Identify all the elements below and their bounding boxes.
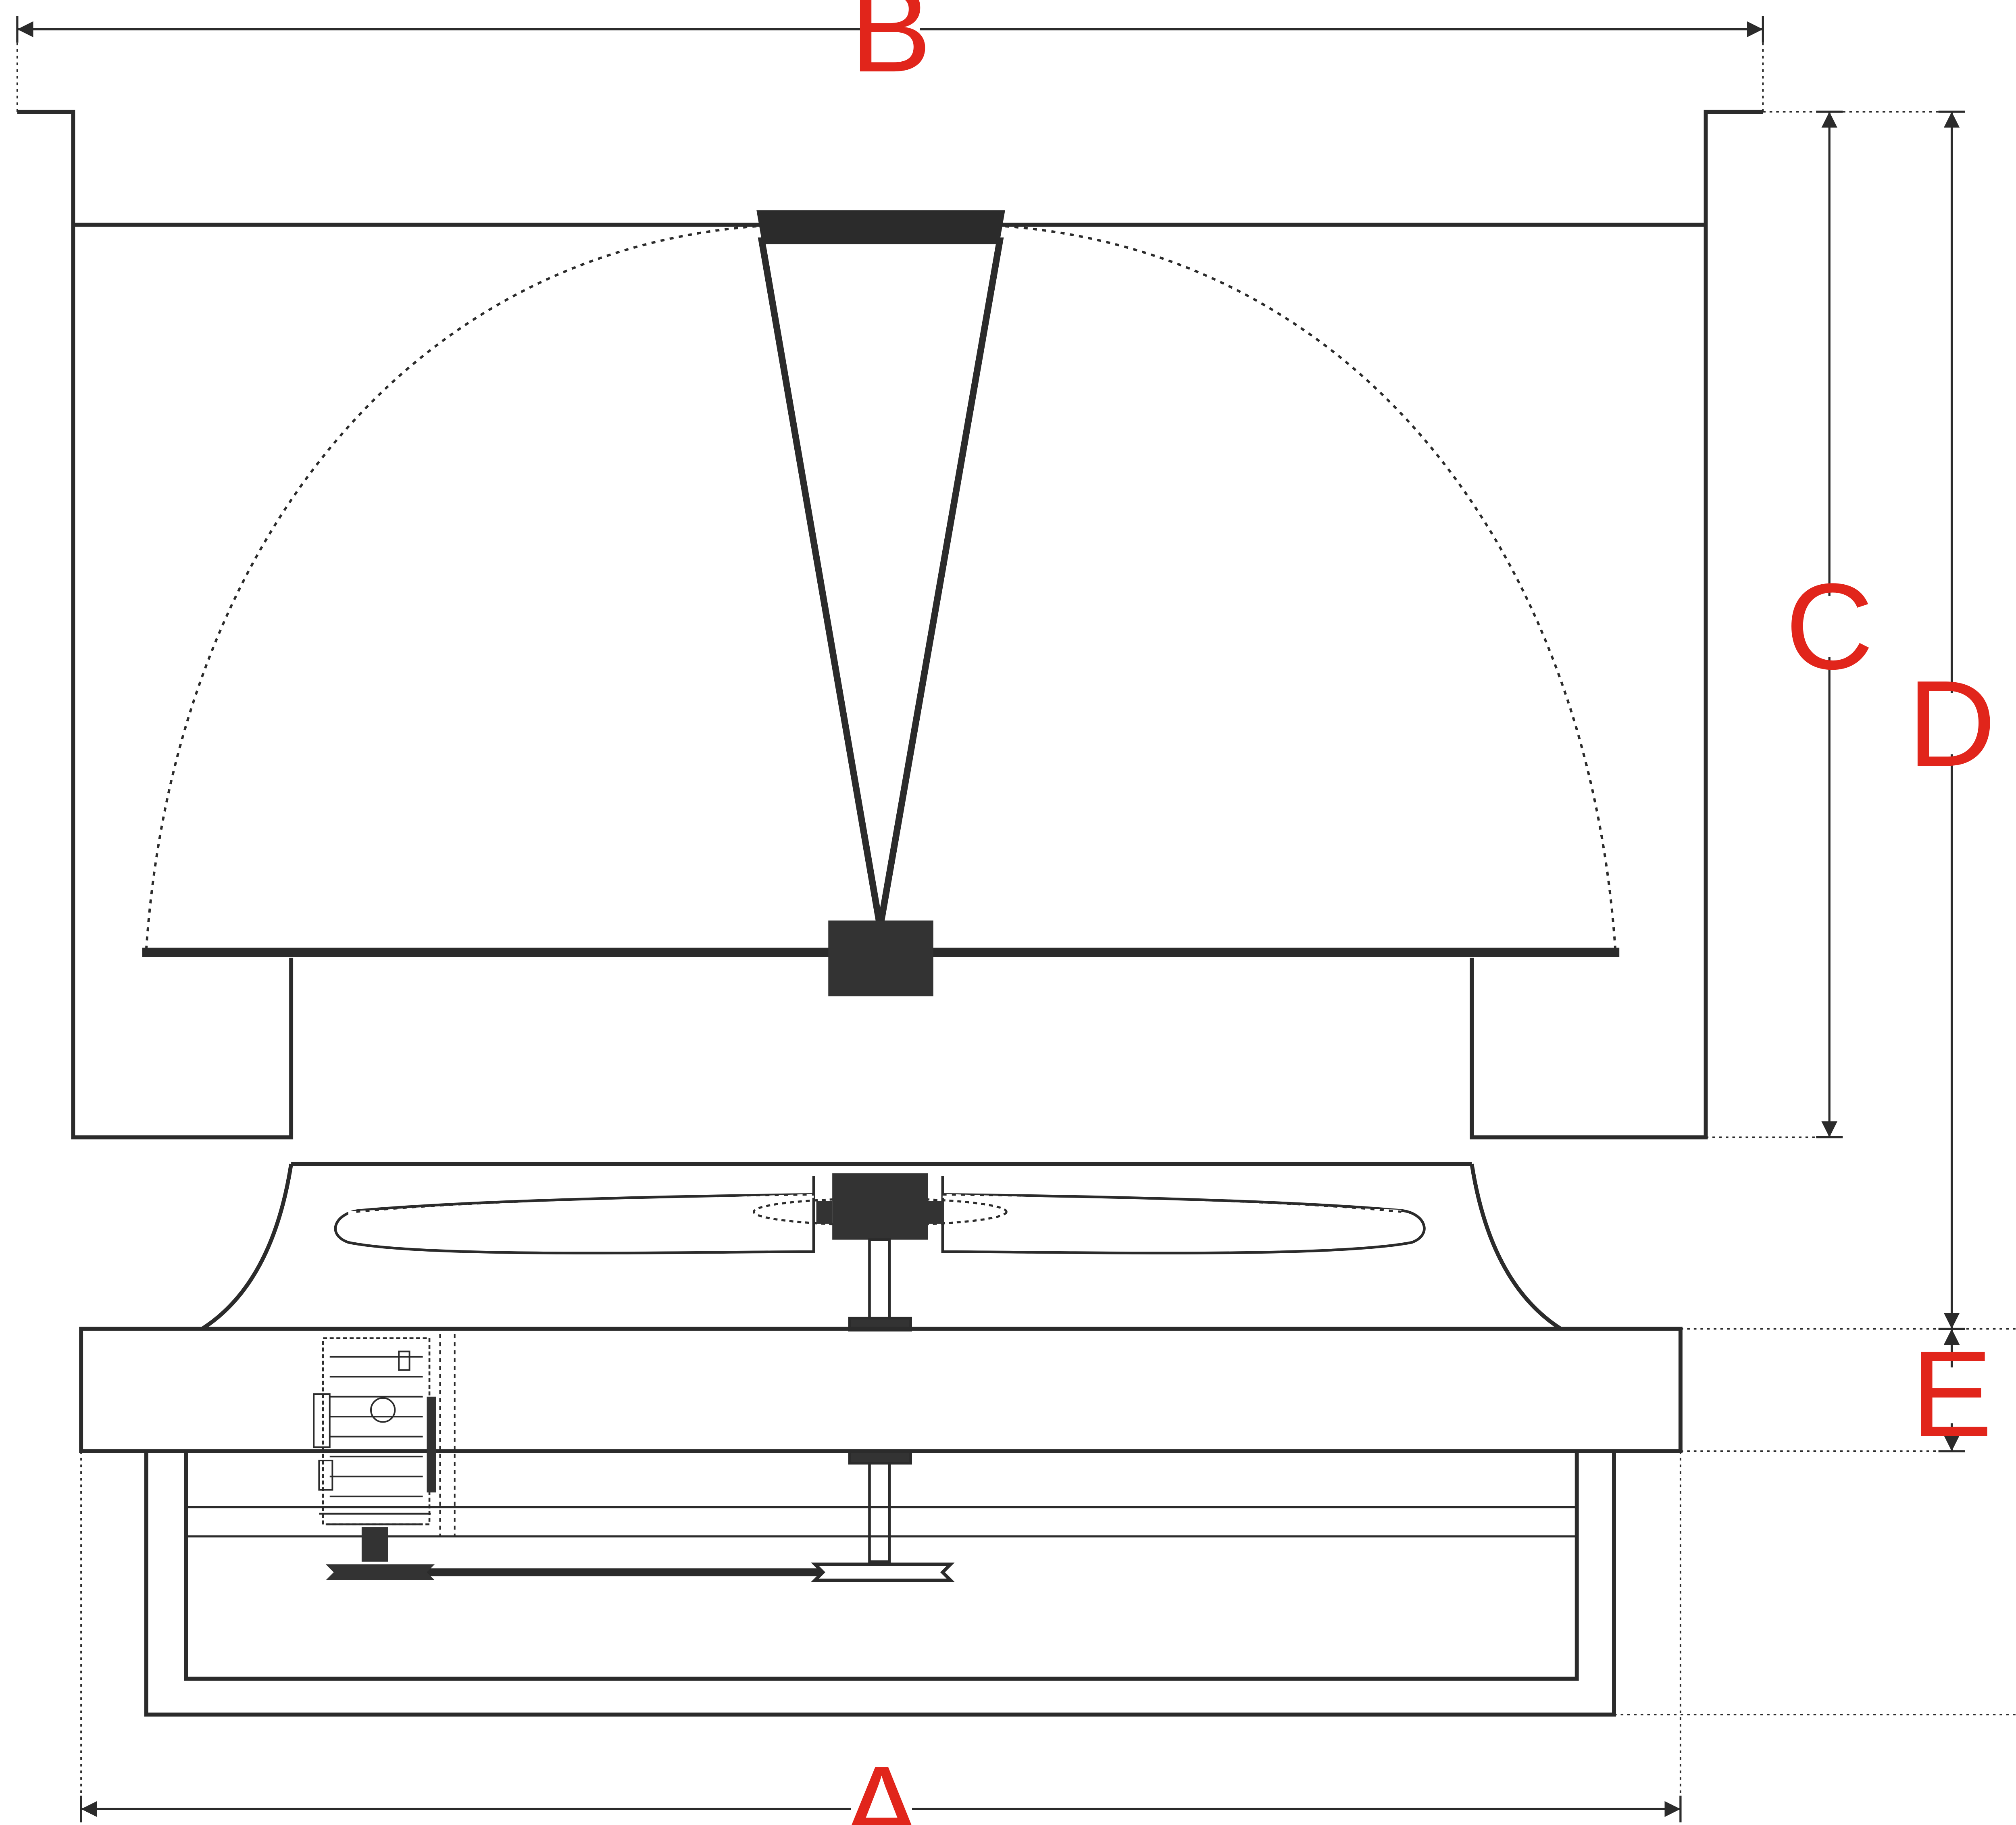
hood-outer-outline	[17, 110, 294, 1140]
dim-label-d: D	[1908, 655, 1996, 792]
dimension-labels: B A C D E F	[841, 0, 1996, 1825]
damper-arc-right	[1004, 225, 1617, 950]
motor-sheave	[325, 1564, 435, 1581]
drive-motor	[313, 1334, 456, 1562]
dimension-lines	[16, 16, 1965, 1823]
venturi-right-curve	[1470, 1163, 1562, 1331]
fan-venturi	[201, 1162, 1562, 1331]
belt-drive	[325, 1562, 955, 1582]
hood-outer-outline-right	[1470, 110, 1763, 1140]
shaft-upper	[868, 1238, 891, 1321]
motor-mount-plate	[427, 1396, 436, 1493]
mounting-collar	[79, 1327, 1683, 1453]
damper-swing-arcs	[145, 225, 1617, 950]
base-inner-frame	[184, 1451, 1579, 1681]
motor-shaft	[361, 1527, 388, 1562]
fan-propeller	[334, 1173, 1426, 1254]
propeller-blade-right-dotted	[942, 1193, 1402, 1213]
damper-blade-v	[758, 237, 1004, 928]
shaft-lower	[868, 1462, 891, 1563]
extension-lines	[16, 29, 2016, 1812]
damper-arc-left	[145, 225, 758, 950]
dim-label-c: C	[1785, 558, 1874, 695]
fan-sheave	[811, 1562, 955, 1582]
damper-hub-block	[828, 920, 933, 996]
dim-label-e: E	[1911, 1326, 1992, 1462]
damper-top-bar	[756, 210, 1005, 241]
motor-fins	[329, 1356, 423, 1498]
dim-label-a: A	[841, 1741, 923, 1825]
propeller-blade-left-dotted	[356, 1193, 814, 1213]
base-outer-frame	[144, 1451, 1616, 1717]
base-frame	[144, 1451, 1616, 1717]
venturi-left-curve	[201, 1163, 294, 1331]
propeller-blade-right	[941, 1176, 1426, 1254]
damper	[142, 210, 1620, 996]
motor-base	[319, 1512, 431, 1525]
dim-label-b: B	[850, 0, 931, 98]
propeller-hub	[832, 1173, 928, 1240]
drive-shaft	[848, 1238, 912, 1563]
propeller-blade-left	[334, 1176, 815, 1254]
